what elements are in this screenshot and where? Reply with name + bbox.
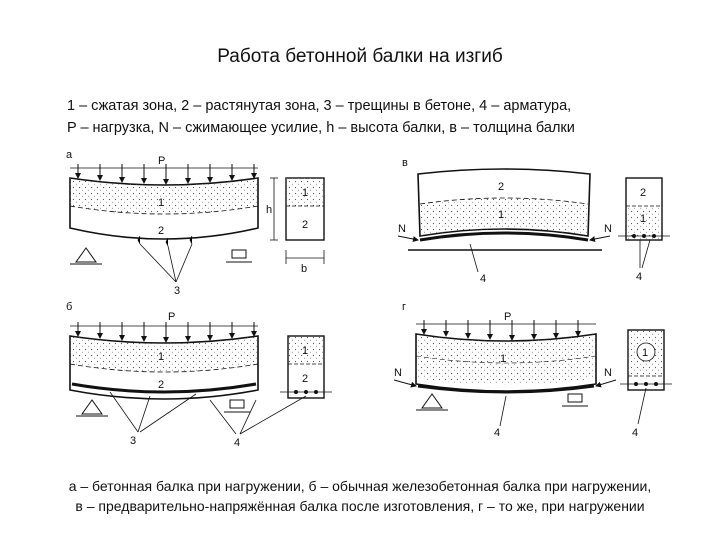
panel-b-section: 1 2 bbox=[239, 335, 332, 435]
panel-g-load-label: P bbox=[504, 311, 511, 323]
panel-v-zone1-label: 1 bbox=[498, 209, 504, 221]
panel-g-letter: г bbox=[402, 301, 406, 313]
panel-v-zone2-label: 2 bbox=[498, 181, 504, 193]
panel-b-load-label: P bbox=[168, 311, 175, 323]
legend-line-1: 1 – сжатая зона, 2 – растянутая зона, 3 … bbox=[67, 98, 572, 114]
panel-v-section: 2 1 4 bbox=[618, 177, 670, 283]
panel-b: б P 1 2 3 4 bbox=[66, 301, 332, 449]
panel-g-roller-support bbox=[562, 393, 588, 407]
panel-b-roller-support bbox=[224, 399, 250, 413]
panel-b-compressed-zone bbox=[70, 336, 258, 372]
panel-a-height-label: h bbox=[266, 204, 272, 216]
panel-v-section-zone1: 1 bbox=[640, 213, 646, 225]
panel-b-letter: б bbox=[66, 301, 72, 313]
panel-a: а P 1 2 3 bbox=[66, 149, 325, 297]
panel-a-compressed-zone bbox=[70, 178, 258, 214]
panel-a-roller-support bbox=[226, 249, 252, 263]
panel-a-crack-label: 3 bbox=[174, 285, 180, 297]
panel-b-load-arrows bbox=[70, 322, 258, 343]
page-title: Работа бетонной балки на изгиб bbox=[217, 46, 503, 67]
caption-line-1: а – бетонная балка при нагружении, б – о… bbox=[68, 478, 652, 494]
panel-v-section-rebar: 4 bbox=[636, 271, 642, 283]
panel-a-load-label: P bbox=[158, 155, 165, 167]
panel-g-zone1-label: 1 bbox=[500, 353, 506, 365]
panel-b-cracks bbox=[109, 391, 257, 435]
panel-a-zone2-label: 2 bbox=[158, 225, 164, 237]
panel-a-section-zone2: 2 bbox=[302, 219, 308, 231]
panel-g-section-rebar: 4 bbox=[632, 427, 638, 439]
panel-b-section-zone2: 2 bbox=[302, 373, 308, 385]
panel-b-zone2-label: 2 bbox=[158, 379, 164, 391]
panel-g-rebar-label: 4 bbox=[494, 427, 500, 439]
panel-g-pin-support bbox=[416, 393, 448, 411]
panel-g-load-arrows bbox=[416, 320, 596, 341]
panel-g-section: 1 4 bbox=[620, 329, 672, 439]
panel-b-pin-support bbox=[76, 399, 108, 417]
panel-b-rebar bbox=[71, 382, 257, 394]
panel-a-zone1-label: 1 bbox=[158, 197, 164, 209]
caption-line-2: в – предварительно-напряжённая балка пос… bbox=[75, 498, 645, 514]
panel-b-crack-label: 3 bbox=[130, 435, 136, 447]
panel-v-letter: в bbox=[402, 157, 408, 169]
panel-v-force-right: N bbox=[604, 223, 612, 235]
panel-a-pin-support bbox=[70, 247, 102, 265]
panel-g-rebar bbox=[417, 384, 595, 394]
legend-line-2: P – нагрузка, N – сжимающее усилие, h – … bbox=[67, 120, 575, 136]
panel-a-width-label: b bbox=[301, 263, 307, 275]
panel-b-rebar-label: 4 bbox=[234, 437, 240, 449]
panel-v: в 2 1 N N 4 2 1 4 bbox=[397, 157, 670, 285]
panel-g: г P 1 N N 4 bbox=[393, 301, 672, 439]
panel-v-rebar-label: 4 bbox=[480, 273, 486, 285]
panel-b-zone1-label: 1 bbox=[158, 351, 164, 363]
panel-a-section-zone1: 1 bbox=[302, 187, 308, 199]
panel-v-force-left: N bbox=[398, 223, 406, 235]
panel-g-compressed-zone bbox=[416, 334, 596, 385]
panel-g-force-right: N bbox=[604, 367, 612, 379]
panel-a-letter: а bbox=[66, 149, 73, 161]
panel-g-force-left: N bbox=[394, 367, 402, 379]
panel-v-section-zone2: 2 bbox=[640, 187, 646, 199]
panel-b-section-zone1: 1 bbox=[302, 345, 308, 357]
panel-a-load-arrows bbox=[70, 164, 258, 185]
panel-v-rebar bbox=[419, 231, 589, 242]
panel-a-section: 1 2 h b bbox=[266, 177, 325, 275]
panel-v-compressed-zone bbox=[420, 198, 588, 236]
panel-g-section-zone1: 1 bbox=[642, 347, 648, 359]
panel-a-cracks bbox=[137, 235, 193, 283]
